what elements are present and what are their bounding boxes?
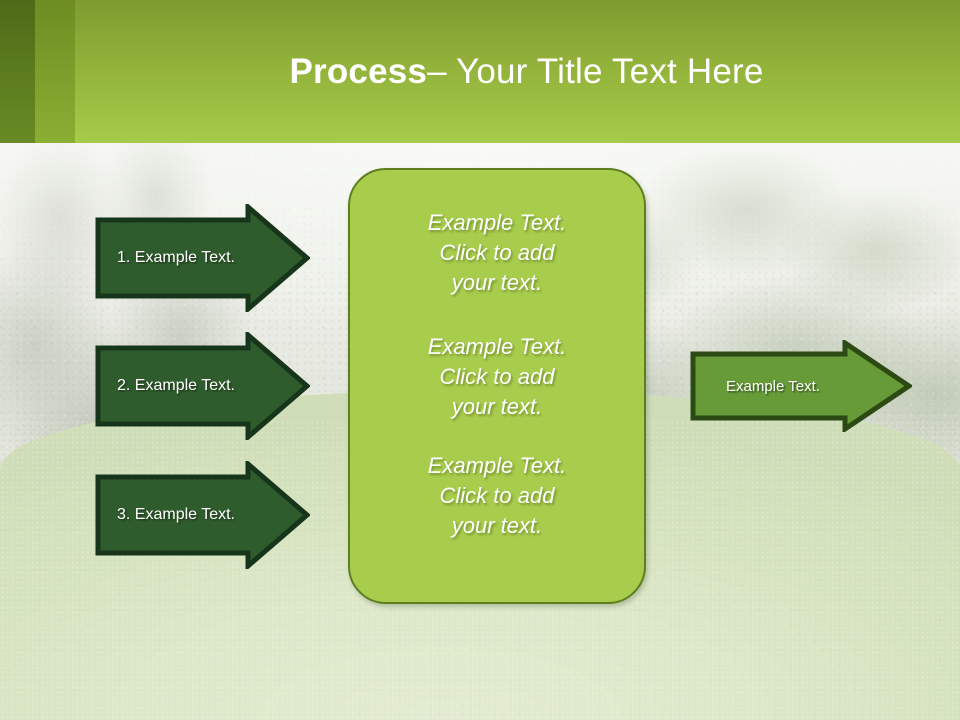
process-detail-paragraph-3: Example Text. Click to add your text. (350, 451, 644, 541)
process-step-arrow-1[interactable]: 1. Example Text. (95, 204, 310, 312)
paragraph-1-line-2: Click to add (439, 239, 555, 265)
paragraph-3-line-2: Click to add (439, 483, 555, 509)
title-bar: Process – Your Title Text Here (0, 0, 960, 143)
header-accent-band-light (75, 0, 960, 143)
paragraph-3-line-1: Example Text. (427, 453, 567, 479)
process-step-arrow-2[interactable]: 2. Example Text. (95, 332, 310, 440)
process-detail-box[interactable]: Example Text. Click to add your text. Ex… (348, 168, 646, 604)
arrow-right-shape-icon (95, 332, 310, 440)
page-title: Process – Your Title Text Here (75, 0, 960, 143)
header-accent-band-mid (35, 0, 75, 143)
process-detail-paragraph-2: Example Text. Click to add your text. (350, 332, 644, 422)
paragraph-3-line-3: your text. (451, 513, 543, 539)
paragraph-2-line-1: Example Text. (427, 333, 567, 359)
header-accent-band-dark (0, 0, 35, 143)
paragraph-1-line-1: Example Text. (427, 210, 567, 235)
process-step-arrow-3[interactable]: 3. Example Text. (95, 461, 310, 569)
paragraph-2-line-3: your text. (451, 393, 543, 419)
arrow-right-shape-icon (690, 340, 912, 432)
arrow-right-shape-icon (95, 461, 310, 569)
process-outcome-arrow[interactable]: Example Text. (690, 340, 912, 432)
paragraph-2-line-2: Click to add (439, 363, 555, 389)
process-step-arrow-3-label: 3. Example Text. (117, 506, 235, 523)
arrow-right-shape-icon (95, 204, 310, 312)
page-title-strong: Process (289, 51, 428, 91)
paragraph-1-line-3: your text. (451, 269, 543, 295)
process-detail-paragraph-1: Example Text. Click to add your text. (350, 208, 644, 298)
process-step-arrow-2-label: 2. Example Text. (117, 377, 235, 394)
process-outcome-arrow-label: Example Text. (726, 377, 820, 395)
page-title-rest: – Your Title Text Here (427, 51, 764, 91)
process-step-arrow-1-label: 1. Example Text. (117, 249, 235, 266)
